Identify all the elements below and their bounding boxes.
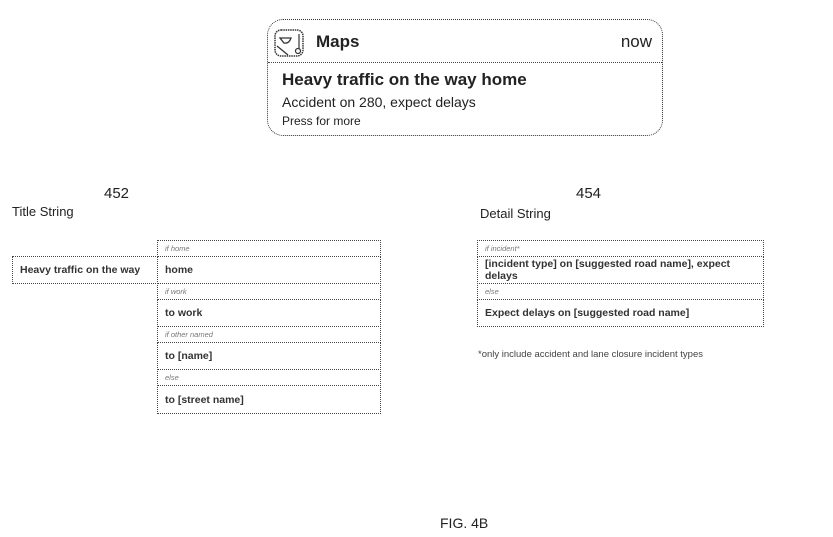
condition-cell: else <box>477 283 764 300</box>
ref-454: 454 <box>576 185 602 202</box>
condition-cell: else <box>157 369 381 386</box>
value-cell: to [street name] <box>157 385 381 414</box>
value-cell: Expect delays on [suggested road name] <box>477 299 764 327</box>
notification-title: Heavy traffic on the way home <box>282 70 527 89</box>
condition-cell: if home <box>157 240 381 257</box>
condition-cell: if incident* <box>477 240 764 257</box>
value-cell: home <box>157 256 381 284</box>
header-divider <box>268 62 662 63</box>
condition-cell: if work <box>157 283 381 300</box>
app-name: Maps <box>316 32 360 51</box>
figure-label: FIG. 4B <box>440 515 489 531</box>
maps-icon <box>274 29 304 57</box>
value-cell: [incident type] on [suggested road name]… <box>477 256 764 284</box>
detail-string-label: Detail String <box>480 206 551 221</box>
notification-card[interactable]: Maps now Heavy traffic on the way home A… <box>267 19 663 136</box>
notification-time: now <box>620 32 652 51</box>
title-string-label: Title String <box>12 204 74 219</box>
condition-cell: if other named <box>157 326 381 343</box>
ref-452: 452 <box>104 185 130 202</box>
title-prefix-cell: Heavy traffic on the way <box>12 256 158 284</box>
value-cell: to [name] <box>157 342 381 370</box>
footnote: *only include accident and lane closure … <box>478 349 703 360</box>
value-cell: to work <box>157 299 381 327</box>
press-for-more: Press for more <box>282 114 361 128</box>
notification-detail: Accident on 280, expect delays <box>282 94 476 110</box>
